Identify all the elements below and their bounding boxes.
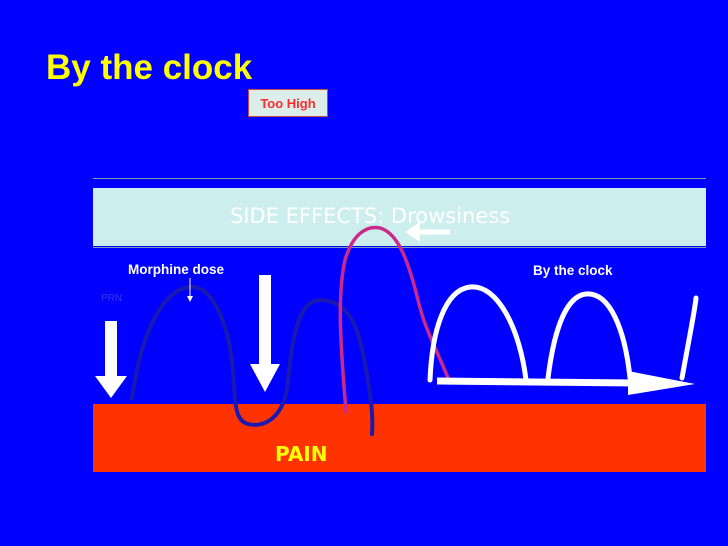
too-high-curve	[338, 225, 450, 414]
clock-arrow-head	[628, 371, 695, 395]
clock-arrow-line	[436, 377, 641, 387]
left-down-arrow-shaft	[105, 321, 117, 377]
clock-curve-3	[679, 295, 699, 381]
side-effects-label: SIDE EFFECTS: Drowsiness	[230, 204, 511, 228]
prn-label: PRN	[101, 293, 123, 304]
band-top-line	[93, 178, 706, 179]
slide-title: By the clock	[46, 48, 253, 87]
dose-pointer-head	[187, 296, 193, 302]
side-effect-arrow-head	[405, 222, 420, 242]
pain-label: PAIN	[275, 442, 328, 466]
middle-down-arrow-head	[250, 364, 280, 392]
clock-curve-1	[427, 284, 529, 383]
morphine-dose-label: Morphine dose	[128, 262, 225, 277]
too-high-label: Too High	[248, 89, 328, 117]
middle-down-arrow-shaft	[259, 275, 271, 365]
prn-dose-curve	[130, 285, 375, 436]
clock-curve-2	[545, 291, 633, 381]
left-down-arrow-head	[95, 376, 127, 398]
side-effects-band: SIDE EFFECTS: Drowsiness	[93, 188, 706, 246]
diagram-panel: SIDE EFFECTS: Drowsiness PAIN Morphine d…	[93, 178, 706, 472]
by-the-clock-label: By the clock	[533, 263, 613, 278]
pain-band	[93, 404, 706, 472]
